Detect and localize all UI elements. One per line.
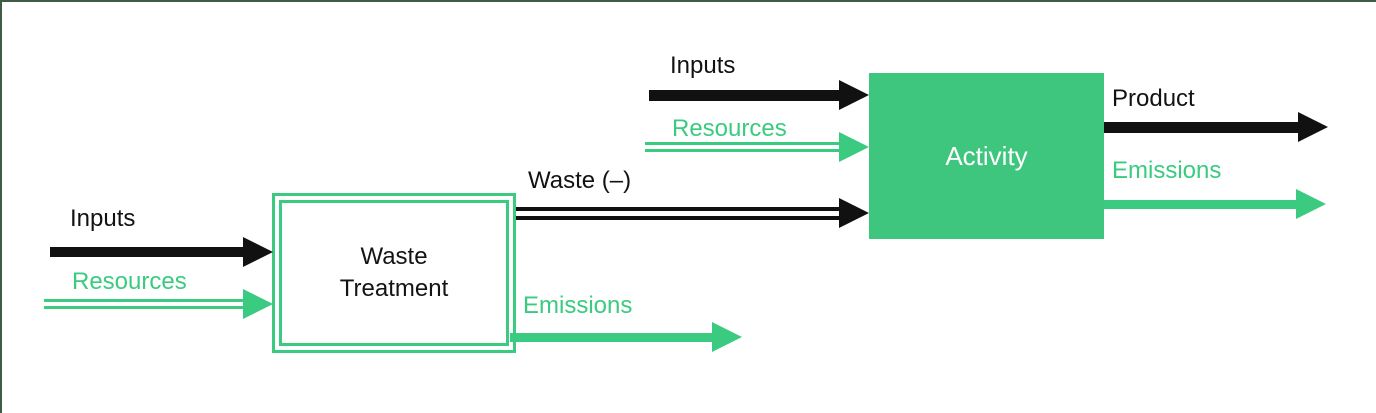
wt-inputs-label: Inputs	[70, 205, 136, 232]
frame-top-edge	[0, 0, 1376, 2]
wt-emissions-arrowhead-icon	[712, 322, 742, 352]
frame-left-edge	[0, 0, 2, 413]
wt-inputs-arrow-shaft	[50, 247, 243, 257]
activity-inputs-arrow-shaft	[649, 90, 839, 101]
activity-product-label: Product	[1112, 85, 1195, 112]
waste-treatment-box-inner-border	[279, 200, 509, 346]
activity-resources-arrowhead-icon	[839, 132, 869, 162]
activity-resources-label: Resources	[672, 115, 787, 142]
activity-resources-arrow-shaft	[645, 142, 839, 152]
wt-resources-arrowhead-icon	[243, 289, 273, 319]
wt-resources-label: Resources	[72, 268, 187, 295]
activity-box: Activity	[869, 73, 1104, 239]
waste-flow-label: Waste (–)	[528, 167, 632, 194]
waste-flow-arrowhead-icon	[839, 198, 869, 228]
activity-product-arrowhead-icon	[1298, 112, 1328, 142]
activity-inputs-label: Inputs	[670, 52, 736, 79]
waste-flow-arrow-shaft	[516, 207, 839, 220]
activity-emissions-label: Emissions	[1112, 157, 1222, 184]
wt-resources-arrow-shaft	[44, 299, 243, 309]
activity-emissions-arrowhead-icon	[1296, 189, 1326, 219]
waste-treatment-box-label: Waste Treatment	[339, 243, 449, 302]
wt-emissions-arrow-shaft	[510, 333, 712, 342]
wt-inputs-arrowhead-icon	[243, 237, 273, 267]
activity-box-label: Activity	[945, 140, 1028, 171]
activity-inputs-arrowhead-icon	[839, 80, 869, 110]
wt-emissions-label: Emissions	[523, 292, 633, 319]
waste-treatment-box: Waste Treatment	[272, 193, 516, 353]
activity-emissions-arrow-shaft	[1104, 200, 1296, 209]
activity-product-arrow-shaft	[1104, 122, 1298, 133]
